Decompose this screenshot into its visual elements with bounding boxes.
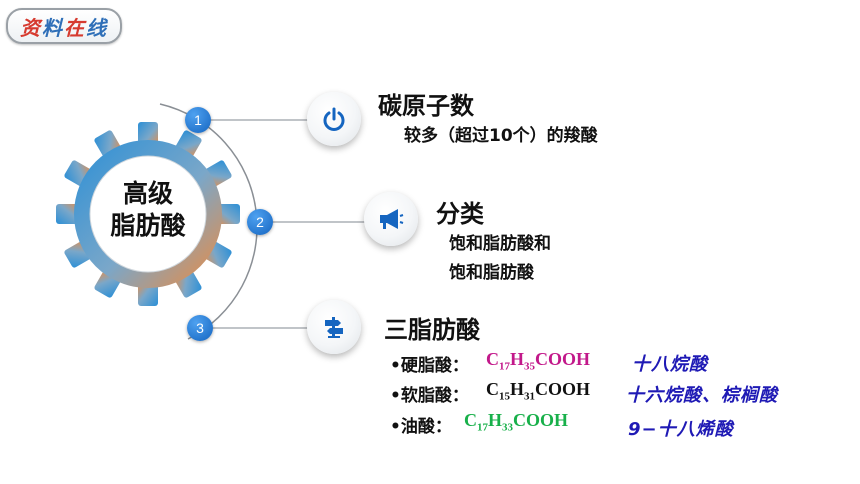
acid-name: 十六烷酸、棕榈酸 bbox=[626, 385, 778, 406]
item-sub-1: 较多（超过10个）的羧酸 bbox=[404, 126, 598, 146]
badge-char: 线 bbox=[86, 15, 108, 40]
gear-icon bbox=[56, 122, 240, 306]
step-number-1: 1 bbox=[185, 107, 211, 133]
item-heading-3: 三脂肪酸 bbox=[384, 316, 480, 344]
formula-tail: COOH bbox=[535, 379, 591, 399]
formula-subscript: 35 bbox=[524, 360, 536, 373]
item-sub-2b: 饱和脂肪酸 bbox=[449, 263, 534, 283]
acid-name: 9−十八烯酸 bbox=[628, 419, 734, 440]
step-number-3: 3 bbox=[187, 315, 213, 341]
item-heading-1: 碳原子数 bbox=[378, 92, 474, 120]
formula-subscript: 33 bbox=[502, 421, 514, 434]
badge-char: 料 bbox=[42, 15, 64, 40]
formula-tail: COOH bbox=[535, 349, 591, 369]
megaphone-icon bbox=[380, 209, 404, 229]
gear-title: 高级 脂肪酸 bbox=[92, 178, 204, 242]
acid-formula: C15H31COOH bbox=[486, 379, 591, 403]
signpost-button[interactable] bbox=[307, 300, 361, 354]
step-number-2: 2 bbox=[247, 209, 273, 235]
formula-subscript: 15 bbox=[499, 390, 510, 403]
power-icon bbox=[323, 107, 345, 131]
signpost-icon bbox=[325, 317, 343, 338]
acid-label: •软脂酸： bbox=[390, 386, 469, 406]
acid-label: •硬脂酸： bbox=[390, 356, 469, 376]
badge-char: 资 bbox=[20, 15, 42, 40]
acid-formula: C17H35COOH bbox=[486, 349, 591, 373]
formula-subscript: 31 bbox=[524, 390, 536, 403]
formula-subscript: 17 bbox=[499, 360, 510, 373]
badge-char: 在 bbox=[64, 15, 86, 40]
item-sub-2a: 饱和脂肪酸和 bbox=[449, 234, 551, 254]
acid-label: •油酸： bbox=[390, 417, 452, 437]
gear-title-line: 脂肪酸 bbox=[110, 211, 186, 240]
acid-name: 十八烷酸 bbox=[632, 354, 708, 375]
megaphone-button[interactable] bbox=[364, 192, 418, 246]
item-heading-2: 分类 bbox=[436, 200, 484, 228]
gear-title-line: 高级 bbox=[122, 179, 173, 208]
formula-tail: COOH bbox=[513, 410, 569, 430]
logo-badge: 资 料 在 线 bbox=[6, 8, 122, 44]
acid-formula: C17H33COOH bbox=[464, 410, 569, 434]
formula-subscript: 17 bbox=[477, 421, 488, 434]
power-button[interactable] bbox=[307, 92, 361, 146]
